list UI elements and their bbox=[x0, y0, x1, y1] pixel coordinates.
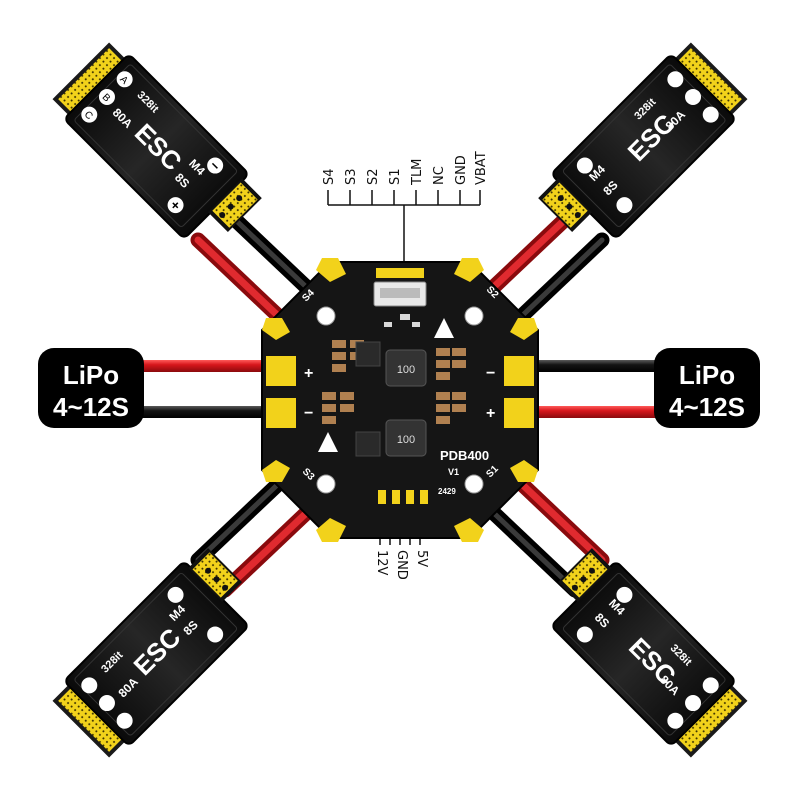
lipo-right-line1: LiPo bbox=[679, 360, 735, 390]
bottom-pin-label: 5V bbox=[414, 550, 429, 567]
lipo-label-left: LiPo 4~12S bbox=[38, 348, 144, 428]
top-pin-label: GND bbox=[454, 155, 469, 185]
mount-hole bbox=[316, 474, 336, 494]
esc-bottom-left: 328it ESC 80A M4 8S bbox=[47, 541, 269, 763]
direction-arrow bbox=[318, 432, 338, 452]
lipo-label-right: LiPo 4~12S bbox=[654, 348, 760, 428]
board-version: V1 bbox=[448, 467, 459, 477]
top-signal-harness: S4 S3 S2 S1 TLM NC GND VBAT bbox=[322, 151, 489, 292]
lipo-left-line2: 4~12S bbox=[53, 392, 129, 422]
bottom-pin-label: 12V bbox=[374, 550, 389, 576]
inductor bbox=[385, 349, 427, 387]
battery-pad-left-negative bbox=[266, 398, 296, 428]
top-pin-label: S3 bbox=[344, 168, 359, 185]
inductor-code: 100 bbox=[397, 434, 415, 446]
esc-top-right: 328it ESC 80A M4 8S bbox=[531, 37, 753, 259]
regulator-ic bbox=[355, 341, 381, 367]
top-pin-label: NC bbox=[432, 166, 447, 185]
left-battery-negative-wire bbox=[140, 406, 268, 418]
bottom-pin-label: GND bbox=[394, 550, 409, 580]
right-battery-negative-wire bbox=[532, 360, 660, 372]
esc-minus-pad bbox=[207, 157, 224, 174]
direction-arrow bbox=[434, 318, 454, 338]
mount-hole bbox=[464, 306, 484, 326]
esc-bottom-right: 328it ESC 80A M4 8S bbox=[531, 541, 753, 763]
right-battery-positive-wire bbox=[532, 406, 660, 418]
top-pin-label: S4 bbox=[322, 168, 337, 185]
left-battery-positive-wire bbox=[140, 360, 268, 372]
board-date-code: 2429 bbox=[438, 487, 456, 496]
esc-power-wires bbox=[190, 202, 610, 598]
mount-hole bbox=[316, 306, 336, 326]
mount-hole bbox=[464, 474, 484, 494]
top-pin-label: TLM bbox=[410, 159, 425, 186]
esc-plus-pad bbox=[167, 197, 184, 214]
pad-plus-left: + bbox=[304, 365, 313, 382]
pad-minus-right: − bbox=[486, 365, 495, 382]
inductor bbox=[385, 419, 427, 457]
top-pin-label: VBAT bbox=[474, 151, 489, 185]
battery-pad-right-positive bbox=[504, 398, 534, 428]
battery-pad-right-negative bbox=[504, 356, 534, 386]
regulator-ic bbox=[355, 431, 381, 457]
lipo-right-line2: 4~12S bbox=[669, 392, 745, 422]
pdb-board: + − − + bbox=[261, 258, 539, 542]
top-pin-label: S2 bbox=[366, 168, 381, 185]
battery-wires bbox=[140, 360, 660, 418]
board-name: PDB400 bbox=[440, 448, 489, 463]
pad-minus-left: − bbox=[304, 405, 313, 422]
pad-plus-right: + bbox=[486, 405, 495, 422]
lipo-left-line1: LiPo bbox=[63, 360, 119, 390]
inductor-code: 100 bbox=[397, 364, 415, 376]
esc-top-left: 328it ESC 80A M4 8S + − A B C bbox=[47, 37, 269, 259]
battery-pad-left-positive bbox=[266, 356, 296, 386]
top-pin-label: S1 bbox=[388, 168, 403, 185]
